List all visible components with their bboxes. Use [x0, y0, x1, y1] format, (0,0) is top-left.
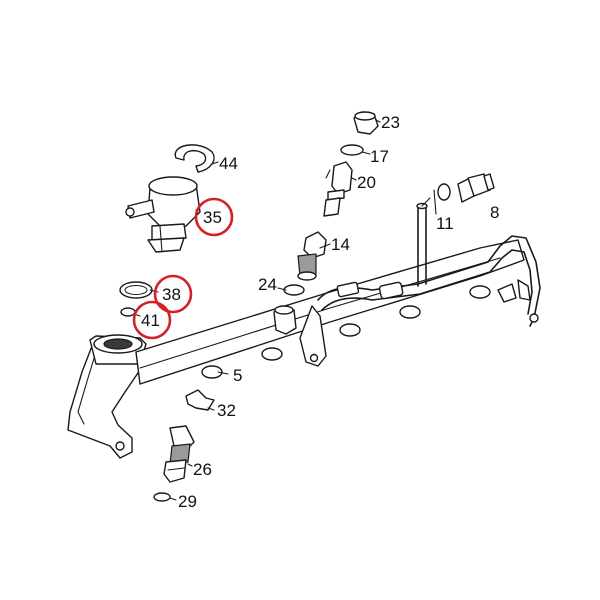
clip-32: [185, 389, 215, 411]
pressure-regulator-35: [125, 176, 201, 253]
callout-14: 14: [331, 235, 350, 254]
highlight-circle-38: [153, 274, 193, 314]
callout-32: 32: [217, 401, 236, 420]
callout-38: 38: [162, 285, 181, 304]
callout-44: 44: [219, 154, 238, 173]
seal-ring-17: [340, 144, 364, 156]
fuel-rail-assembly: [67, 202, 541, 459]
callout-26: 26: [193, 460, 212, 479]
callout-35: 35: [203, 208, 222, 227]
highlight-circle-41: [132, 300, 172, 340]
callout-24: 24: [258, 275, 277, 294]
callout-11: 11: [436, 214, 454, 233]
union-fitting-8: [457, 173, 495, 203]
callout-20: 20: [357, 173, 376, 192]
cap-23: [353, 111, 379, 135]
fuel-injector-26: [163, 425, 195, 483]
valve-insert-20: [323, 161, 353, 217]
callout-41: 41: [141, 311, 160, 330]
callout-5: 5: [233, 366, 242, 385]
fitting-14: [297, 231, 327, 281]
highlight-circle-35: [194, 197, 234, 237]
callout-17: 17: [370, 147, 389, 166]
callout-23: 23: [381, 113, 400, 132]
snap-ring-44: [174, 144, 215, 173]
leader-lines: [133, 119, 437, 501]
callout-8: 8: [490, 203, 499, 222]
washer-24: [283, 284, 305, 296]
o-ring-11: [437, 183, 451, 201]
callout-29: 29: [178, 492, 197, 511]
o-ring-41: [120, 307, 136, 317]
o-ring-29: [153, 492, 171, 502]
